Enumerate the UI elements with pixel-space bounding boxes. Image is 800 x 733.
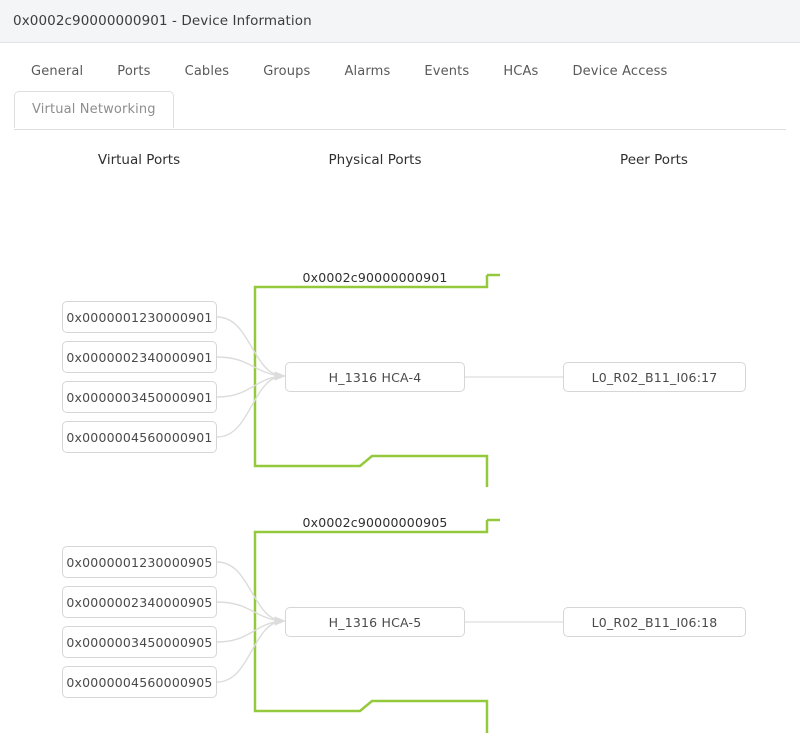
physical-port-node[interactable]: H_1316 HCA-5	[285, 607, 465, 637]
tab-alarms[interactable]: Alarms	[344, 64, 391, 79]
peer-port-node[interactable]: L0_R02_B11_I06:18	[563, 607, 746, 637]
virtual-port-node[interactable]: 0x0000003450000901	[62, 381, 217, 413]
tab-general[interactable]: General	[31, 64, 84, 79]
virtual-port-node[interactable]: 0x0000002340000905	[62, 586, 217, 618]
virtual-port-node[interactable]: 0x0000001230000905	[62, 546, 217, 578]
virtual-port-node[interactable]: 0x0000002340000901	[62, 341, 217, 373]
column-header-virtual-ports: Virtual Ports	[97, 152, 181, 168]
physical-port-node[interactable]: H_1316 HCA-4	[285, 362, 465, 392]
tab-row-secondary: Virtual Networking	[14, 91, 174, 128]
tab-virtual-networking[interactable]: Virtual Networking	[14, 91, 174, 128]
group-title-1: 0x0002c90000000901	[302, 270, 448, 285]
peer-port-node[interactable]: L0_R02_B11_I06:17	[563, 362, 746, 392]
column-header-peer-ports: Peer Ports	[620, 152, 688, 168]
virtual-port-node[interactable]: 0x0000003450000905	[62, 626, 217, 658]
window-title: 0x0002c90000000901 - Device Information	[13, 13, 312, 29]
window-titlebar: 0x0002c90000000901 - Device Information	[0, 0, 800, 43]
column-header-physical-ports: Physical Ports	[328, 152, 422, 168]
tab-ports[interactable]: Ports	[117, 64, 151, 79]
virtual-port-node[interactable]: 0x0000004560000901	[62, 421, 217, 453]
group-title-2: 0x0002c90000000905	[302, 515, 448, 530]
virtual-port-node[interactable]: 0x0000004560000905	[62, 666, 217, 698]
tab-row-primary: General Ports Cables Groups Alarms Event…	[14, 58, 684, 85]
tab-device-access[interactable]: Device Access	[572, 64, 668, 79]
column-headers: Virtual Ports Physical Ports Peer Ports	[0, 152, 800, 174]
tab-groups[interactable]: Groups	[263, 64, 311, 79]
tab-bar: General Ports Cables Groups Alarms Event…	[0, 44, 800, 134]
tab-cables[interactable]: Cables	[184, 64, 230, 79]
tab-underline-divider	[14, 129, 786, 130]
tab-events[interactable]: Events	[424, 64, 470, 79]
virtual-port-node[interactable]: 0x0000001230000901	[62, 301, 217, 333]
tab-hcas[interactable]: HCAs	[503, 64, 539, 79]
